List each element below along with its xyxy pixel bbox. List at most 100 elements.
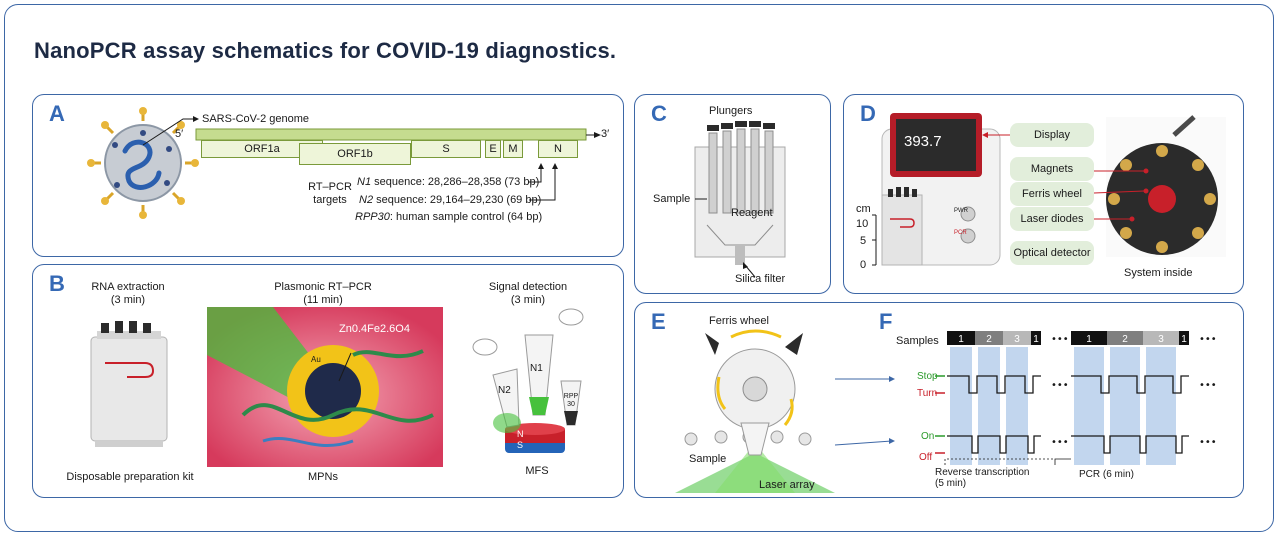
rt-label: Reverse transcription (5 min) xyxy=(935,467,1030,489)
continuation-dots: ••• xyxy=(1199,380,1217,391)
genome-label: SARS-CoV-2 genome xyxy=(202,113,309,125)
silica-filter-label: Silica filter xyxy=(735,273,786,285)
on-label: On xyxy=(921,431,935,442)
sample-cell xyxy=(1071,331,1107,345)
timing-band xyxy=(1074,347,1104,465)
component-laser-diodes: Laser diodes xyxy=(1010,207,1094,231)
continuation-dots: ••• xyxy=(1051,334,1069,345)
target-rpp30-name: RPP30 xyxy=(355,211,390,223)
sample-cell xyxy=(1179,331,1189,345)
plasmonic-scene xyxy=(207,307,443,467)
au-label: Au xyxy=(311,355,321,364)
timing-band xyxy=(1146,347,1176,465)
three-prime-label: 3′ xyxy=(601,128,610,140)
ferris-wheel-label: Ferris wheel xyxy=(709,315,769,327)
target-rpp30: RPP30: human sample control (64 bp) xyxy=(355,211,542,223)
sample-number: 1 xyxy=(1033,334,1039,345)
panel-c-art xyxy=(694,121,786,278)
component-display: Display xyxy=(1010,123,1094,147)
panel-d-art xyxy=(872,113,1226,266)
ferris-wheel-illustration xyxy=(675,329,835,493)
sample-number: 1 xyxy=(1086,334,1092,345)
rt-bracket xyxy=(944,458,1055,465)
target-n2-text: sequence: 29,164–29,230 (69 bp) xyxy=(373,194,542,206)
sample-number: 3 xyxy=(1014,334,1020,345)
component-magnets: Magnets xyxy=(1010,157,1094,181)
timing-band xyxy=(1110,347,1140,465)
sample-cell xyxy=(975,331,1003,345)
rtpcr-targets-label: RT–PCR targets xyxy=(308,181,352,206)
step3-caption: MFS xyxy=(525,465,549,477)
laser-signal xyxy=(947,435,1041,454)
figure-title: NanoPCR assay schematics for COVID-19 di… xyxy=(34,38,617,63)
continuation-dots: ••• xyxy=(1199,437,1217,448)
tube-rpp30-label: RPP 30 xyxy=(563,393,579,408)
panel-b-label: B xyxy=(49,271,65,296)
sample-number: 1 xyxy=(1181,334,1187,345)
sample-number: 2 xyxy=(1122,334,1128,345)
scale-tick-5: 5 xyxy=(860,235,867,247)
system-inside-caption: System inside xyxy=(1124,267,1193,279)
virus-illustration xyxy=(87,107,199,219)
pcr-label: PCR (6 min) xyxy=(1079,469,1135,480)
panel-a-art xyxy=(87,107,601,219)
panel-b-art xyxy=(90,307,584,467)
step2-title: Plasmonic RT–PCR (11 min) xyxy=(274,281,372,306)
scale-unit: cm xyxy=(856,203,871,215)
sample-number: 3 xyxy=(1158,334,1164,345)
laser-array-label: Laser array xyxy=(759,479,815,491)
timing-band xyxy=(1006,347,1028,465)
turn-signal xyxy=(947,375,1041,394)
sample-cell xyxy=(1031,331,1041,345)
scale-tick-0: 0 xyxy=(860,259,867,271)
device-illustration xyxy=(872,113,1001,266)
step3-title: Signal detection (3 min) xyxy=(488,281,568,306)
continuation-dots: ••• xyxy=(1051,437,1069,448)
panel-c-label: C xyxy=(651,101,667,126)
samples-label: Samples xyxy=(896,335,939,347)
panel-a-label: A xyxy=(49,101,65,126)
cartridge-illustration xyxy=(694,121,786,278)
laser-signal xyxy=(1071,435,1189,454)
sample-e-label: Sample xyxy=(689,453,727,465)
gene-m: M xyxy=(503,140,523,158)
timing-band xyxy=(950,347,972,465)
timing-band xyxy=(978,347,1000,465)
sample-cell xyxy=(1107,331,1143,345)
gene-orf1b: ORF1b xyxy=(299,143,411,165)
target-n1: N1 sequence: 28,286–28,358 (73 bp) xyxy=(357,176,539,188)
gene-n: N xyxy=(538,140,578,158)
magnet-s-label: S xyxy=(517,440,524,450)
panel-e-label: E xyxy=(651,309,666,334)
step1-caption: Disposable preparation kit xyxy=(66,471,194,483)
continuation-dots: ••• xyxy=(1199,334,1217,345)
button-pwr: PWR xyxy=(954,208,968,214)
five-prime-label: 5′ xyxy=(175,128,184,140)
panel-a: A SARS-CoV-2 g xyxy=(32,94,624,257)
component-optical-detector: Optical detector xyxy=(1010,241,1094,265)
off-label: Off xyxy=(919,452,933,463)
sample-label: Sample xyxy=(653,193,691,205)
turn-label: Turn xyxy=(917,388,938,399)
panel-f-label: F xyxy=(879,309,893,334)
scale-tick-10: 10 xyxy=(856,218,869,230)
target-rpp30-text: : human sample control (64 bp) xyxy=(389,211,543,223)
reagent-label: Reagent xyxy=(731,207,773,219)
stop-label: Stop xyxy=(917,371,938,382)
sample-cell xyxy=(947,331,975,345)
turn-signal xyxy=(1071,375,1189,394)
button-pcr: PCR xyxy=(954,230,967,236)
target-n1-name: N1 xyxy=(357,176,372,188)
panel-d: D 393.7 P xyxy=(843,94,1244,294)
inside-view-illustration xyxy=(1106,115,1226,257)
step2-caption: MPNs xyxy=(308,471,338,483)
gene-orf1a: ORF1a xyxy=(201,140,323,158)
panel-d-label: D xyxy=(860,101,876,126)
display-value: 393.7 xyxy=(904,133,942,150)
target-n2: N2 sequence: 29,164–29,230 (69 bp) xyxy=(359,194,541,206)
genome-bar xyxy=(195,128,587,141)
continuation-dots: ••• xyxy=(1051,380,1069,391)
target-n1-text: sequence: 28,286–28,358 (73 bp) xyxy=(371,176,540,188)
gene-s: S xyxy=(411,140,481,158)
